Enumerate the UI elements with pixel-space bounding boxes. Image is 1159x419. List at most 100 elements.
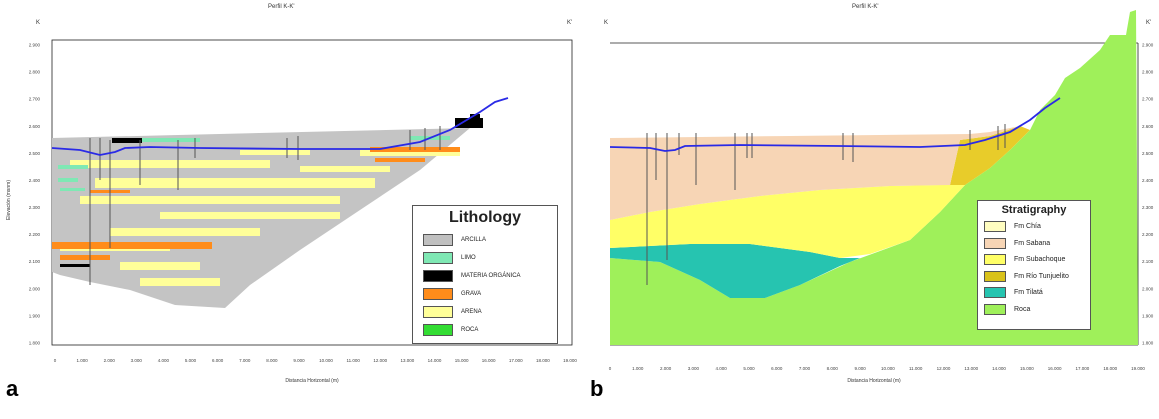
panel-b-x-tick-label: 17.000	[1076, 366, 1090, 371]
legend-item: ROCA	[423, 324, 478, 336]
legend-item: Fm Subachoque	[984, 254, 1065, 265]
legend-item: Fm Río Tunjuelito	[984, 270, 1069, 282]
panel-a-x-axis-label: Distancia Horizontal (m)	[285, 378, 339, 384]
unit-fm-subachoque	[610, 185, 965, 258]
panel-b-y-tick-label: 2.400	[1142, 178, 1154, 183]
lithology-legend: Lithology ARCILLA LIMO MATERIA ORGÁNICA GRA…	[412, 205, 558, 344]
legend-item: Fm Tilatá	[984, 287, 1043, 298]
panel-a-x-tick-label: 16.000	[482, 358, 496, 363]
panel-a-y-tick-label: 1.900	[29, 313, 41, 318]
panel-b-x-tick-label: 3.000	[688, 366, 700, 371]
legend-swatch	[423, 234, 453, 246]
panel-b-x-tick-label: 7.000	[799, 366, 811, 371]
legend-label: Fm Chía	[1014, 223, 1041, 230]
panel-a-cross-section: 2.900 2.800 2.700 2.600 2.500 2.400 2.300 2.200…	[6, 39, 578, 384]
panel-a-x-tick-label: 12.000	[373, 358, 387, 363]
legend-swatch	[423, 306, 453, 318]
panel-b-x-tick-label: 0	[609, 366, 612, 371]
panel-b-x-tick-label: 14.000	[992, 366, 1006, 371]
panel-b-letter: b	[590, 376, 604, 401]
legend-label: Fm Subachoque	[1014, 256, 1066, 263]
panel-b-x-tick-label: 12.000	[937, 366, 951, 371]
panel-b-y-tick-label: 2.800	[1142, 70, 1154, 75]
stratigraphy-legend-title: Stratigraphy	[1001, 204, 1067, 216]
panel-b-corner-left: K	[604, 20, 609, 26]
panel-a-y-tick-label: 2.900	[29, 43, 41, 48]
panel-b-x-tick-label: 19.000	[1131, 366, 1145, 371]
panel-a-x-tick-label: 6.000	[212, 358, 224, 363]
legend-label: Roca	[1014, 305, 1031, 313]
panel-a-x-tick-label: 17.000	[509, 358, 523, 363]
legend-label: ARENA	[461, 309, 482, 315]
panel-b-y-tick-label: 2.900	[1142, 43, 1154, 48]
panel-b-x-tick-label: 18.000	[1103, 366, 1117, 371]
panel-b-x-tick-label: 11.000	[909, 366, 923, 371]
legend-label: ROCA	[461, 327, 479, 333]
panel-a-y-tick-label: 1.800	[29, 341, 41, 346]
panel-a-x-tick-label: 2.000	[104, 358, 116, 363]
panel-b-y-tick-label: 2.600	[1142, 124, 1154, 129]
panel-b-x-tick-label: 2.000	[660, 366, 672, 371]
panel-b-y-tick-label: 2.700	[1142, 97, 1154, 102]
panel-a-y-tick-label: 2.000	[29, 286, 41, 291]
panel-a-x-tick-label: 10.000	[319, 358, 333, 363]
panel-a-y-tick-label: 2.100	[29, 259, 41, 264]
panel-b-y-tick-label: 1.800	[1142, 341, 1154, 346]
panel-b-x-tick-label: 16.000	[1048, 366, 1062, 371]
panel-b-x-tick-label: 4.000	[716, 366, 728, 371]
panel-a-x-tick-label: 0	[54, 358, 57, 363]
organic-matter-lenses	[60, 114, 483, 267]
panel-a-x-tick-label: 8.000	[266, 358, 278, 363]
legend-swatch	[984, 287, 1006, 298]
legend-item: ARCILLA	[423, 234, 486, 246]
legend-swatch	[423, 324, 453, 336]
legend-swatch	[423, 288, 453, 300]
panel-a-y-tick-label: 2.300	[29, 205, 41, 210]
panel-a-x-tick-label: 11.000	[346, 358, 360, 363]
panel-b-x-tick-label: 10.000	[881, 366, 895, 371]
panel-a-x-tick-label: 18.000	[536, 358, 550, 363]
legend-swatch	[984, 237, 1006, 249]
legend-item: MATERIA ORGÁNICA	[423, 270, 521, 282]
panel-b-x-tick-label: 5.000	[743, 366, 755, 371]
legend-label: ARCILLA	[461, 237, 487, 243]
water-table-line	[51, 97, 509, 156]
panel-a-y-tick-label: 2.500	[29, 151, 41, 156]
panel-a-lithology-profile: Perfil K-K' K K' 2.900 2.800 2.700 2.600 2.5…	[0, 0, 585, 401]
legend-label: MATERIA ORGÁNICA	[461, 273, 521, 279]
legend-item: Roca	[984, 303, 1031, 315]
panel-b-x-tick-label: 9.000	[854, 366, 866, 371]
panel-a-corner-left: K	[36, 20, 41, 26]
legend-swatch	[984, 303, 1006, 315]
panel-a-title: Perfil K-K'	[268, 4, 295, 10]
panel-b-y-tick-label: 2.100	[1142, 259, 1154, 264]
legend-swatch	[984, 221, 1006, 232]
panel-a-x-tick-label: 14.000	[428, 358, 442, 363]
legend-item: GRAVA	[423, 288, 481, 300]
unit-fm-sabana	[610, 126, 1020, 220]
panel-a-corner-right: K'	[567, 20, 573, 26]
panel-a-y-tick-label: 2.700	[29, 97, 41, 102]
panel-b-y-tick-label: 1.900	[1142, 313, 1154, 318]
legend-label: GRAVA	[461, 291, 482, 297]
panel-a-y-tick-label: 2.400	[29, 178, 41, 183]
panel-a-x-tick-label: 9.000	[293, 358, 305, 363]
legend-label: LIMO	[461, 255, 476, 261]
panel-a-y-tick-label: 2.600	[29, 124, 41, 129]
panel-a-x-tick-label: 3.000	[131, 358, 143, 363]
lithology-legend-title: Lithology	[449, 209, 521, 226]
legend-swatch	[423, 252, 453, 264]
stratigraphy-legend: Stratigraphy Fm Chía Fm Sabana Fm Subachoq…	[977, 200, 1091, 330]
panel-a-y-tick-label: 2.800	[29, 70, 41, 75]
legend-label: Fm Sabana	[1014, 239, 1051, 247]
unit-fm-tilata	[610, 244, 860, 298]
boreholes-b	[646, 124, 1006, 285]
panel-a-y-ticks: 2.900 2.800 2.700 2.600 2.500 2.400 2.300 2.200…	[29, 43, 41, 346]
legend-swatch	[423, 270, 453, 282]
legend-swatch	[984, 270, 1006, 282]
panel-a-y-tick-label: 2.200	[29, 232, 41, 237]
panel-b-x-tick-label: 8.000	[827, 366, 839, 371]
panel-a-x-tick-label: 7.000	[239, 358, 251, 363]
